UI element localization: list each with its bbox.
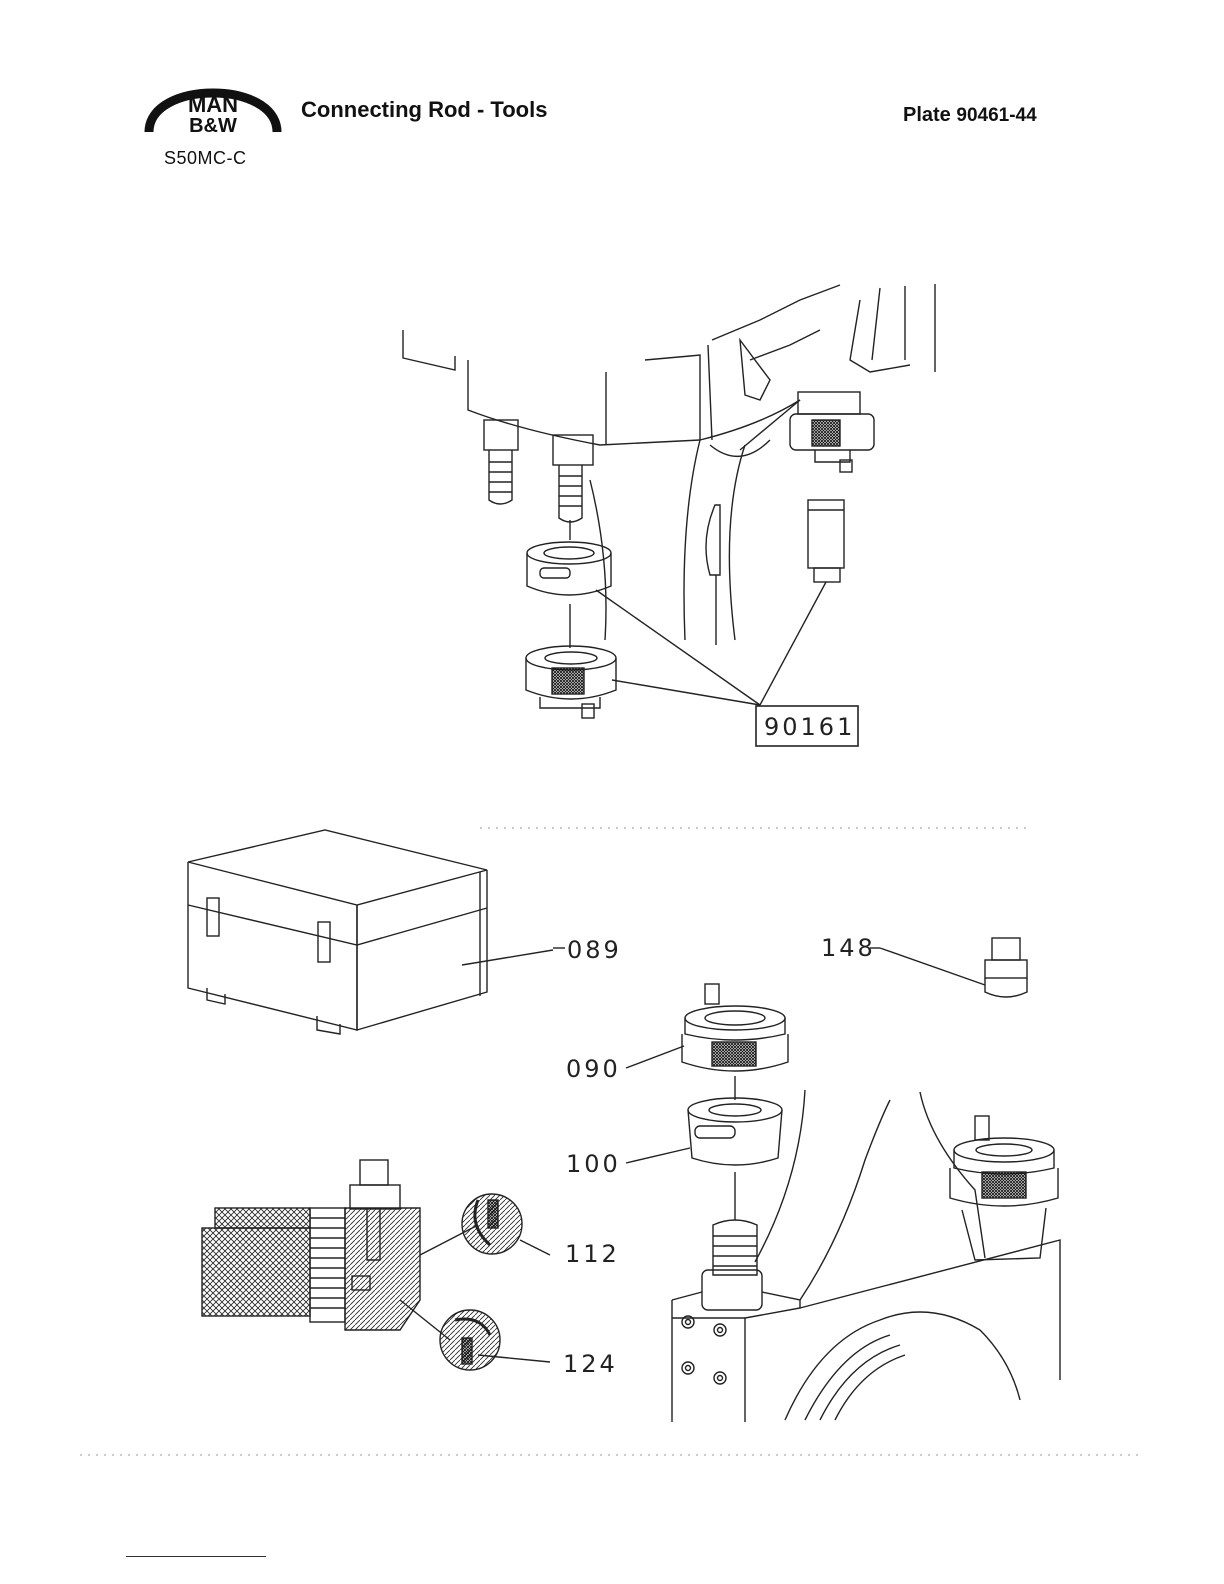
mounted-jack-lower-right bbox=[950, 1116, 1058, 1260]
hydraulic-jack-top bbox=[526, 646, 616, 718]
spacer-ring-top bbox=[527, 542, 611, 595]
plug-148 bbox=[880, 938, 1027, 997]
sectional-jack bbox=[202, 1160, 478, 1340]
lower-rod-assembly bbox=[672, 1090, 1060, 1422]
spacer-100 bbox=[626, 1098, 782, 1165]
hydraulic-jack-090 bbox=[626, 984, 788, 1071]
callout-90161: 90161 bbox=[764, 713, 855, 741]
detail-seal-124 bbox=[440, 1310, 550, 1370]
footer-rule bbox=[126, 1556, 266, 1557]
callout-148: 148 bbox=[821, 934, 876, 962]
tool-box bbox=[188, 830, 553, 1034]
detail-seal-112 bbox=[462, 1194, 550, 1255]
mounted-jack-top-right bbox=[790, 392, 874, 472]
adapter-sleeve bbox=[808, 500, 844, 582]
callout-100: 100 bbox=[566, 1150, 621, 1178]
callout-090: 090 bbox=[566, 1055, 621, 1083]
connecting-rod-assembly bbox=[403, 284, 935, 645]
callout-112: 112 bbox=[565, 1240, 620, 1268]
callout-089: 089 bbox=[567, 936, 622, 964]
stud-left bbox=[484, 420, 518, 504]
stud-center bbox=[553, 435, 606, 640]
callout-124: 124 bbox=[563, 1350, 618, 1378]
